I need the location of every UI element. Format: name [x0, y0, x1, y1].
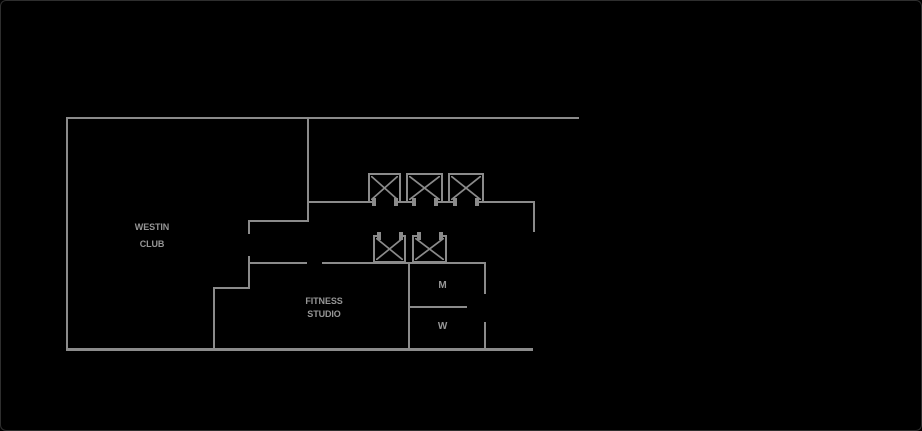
wall-restroom-divider [408, 306, 467, 308]
wall-club-notch-south [248, 220, 309, 222]
room-label-line: WESTIN [134, 222, 170, 232]
room-label-line: CLUB [139, 239, 165, 249]
elevator-icon [368, 173, 401, 206]
room-label-fitness-studio: FITNESS STUDIO [274, 295, 374, 321]
elevator-icon [412, 232, 447, 263]
elevator-door [376, 232, 403, 240]
elevator-door [411, 198, 438, 206]
elevator-icon [448, 173, 484, 206]
wall-club-east [307, 117, 309, 222]
wall-top [66, 117, 579, 119]
wall-restroom-east-lower [484, 322, 486, 351]
room-label-womens-room: W [437, 321, 448, 332]
wall-corridor-east-stub [533, 201, 535, 232]
elevator-door [416, 232, 443, 240]
room-label-westin-club: WESTIN CLUB [102, 219, 202, 253]
room-label-line: STUDIO [307, 309, 341, 319]
elevator-icon [406, 173, 443, 206]
wall-step-south [213, 287, 250, 289]
wall-bottom [66, 348, 533, 351]
elevator-door [453, 198, 479, 206]
wall-fitness-north [322, 262, 485, 264]
wall-restroom-east-upper [484, 262, 486, 294]
wall-left [66, 117, 68, 351]
room-label-line: FITNESS [305, 296, 343, 306]
elevator-door [371, 198, 398, 206]
wall-lobby-south [248, 262, 307, 264]
room-label-mens-room: M [438, 280, 447, 291]
elevator-icon [373, 232, 406, 263]
wall-vestibule-west-lower [248, 256, 250, 289]
wall-step-west [213, 287, 215, 351]
wall-vestibule-west-upper [248, 220, 250, 234]
